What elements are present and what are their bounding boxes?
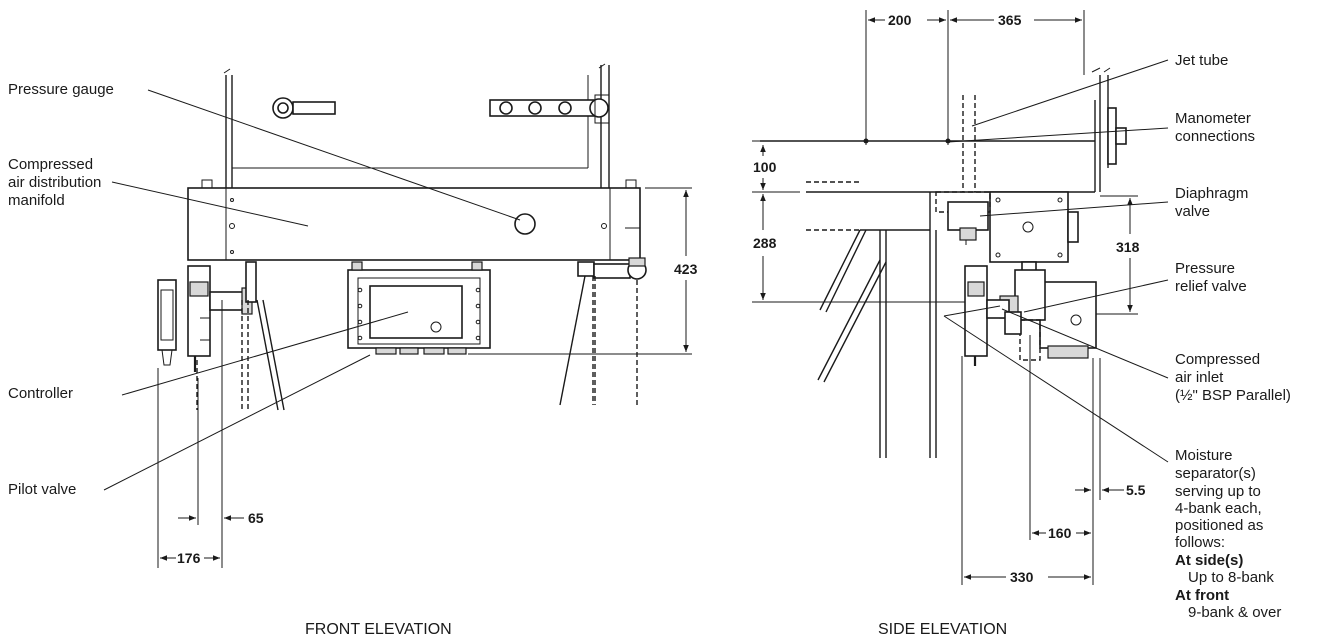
label-manifold-1: Compressed bbox=[8, 156, 93, 173]
label-pressure-gauge: Pressure gauge bbox=[8, 81, 114, 98]
dim-423-label: 423 bbox=[674, 261, 698, 277]
dim-288-label: 288 bbox=[753, 235, 777, 251]
label-moisture-at-front: At front bbox=[1175, 587, 1229, 604]
side-elevation: 200 365 bbox=[752, 10, 1291, 638]
label-moisture-9-bank: 9-bank & over bbox=[1188, 604, 1281, 621]
dim-365-label: 365 bbox=[998, 12, 1022, 28]
label-manifold-2: air distribution bbox=[8, 174, 101, 191]
dim-65-label: 65 bbox=[248, 510, 264, 526]
dim-65-176: 65 176 bbox=[157, 300, 264, 568]
side-support-legs bbox=[817, 229, 937, 458]
label-diaphragm-2: valve bbox=[1175, 203, 1210, 220]
front-elevation: 423 65 176 Pressure gauge Compressed air… bbox=[8, 63, 698, 638]
side-frame bbox=[760, 67, 1127, 231]
dim-318-label: 318 bbox=[1116, 239, 1140, 255]
label-jet-tube: Jet tube bbox=[1175, 52, 1228, 69]
label-controller: Controller bbox=[8, 385, 73, 402]
label-relief-2: relief valve bbox=[1175, 278, 1247, 295]
manifold bbox=[187, 179, 641, 261]
dim-200-365: 200 365 bbox=[865, 10, 1085, 145]
controller-box bbox=[347, 261, 491, 355]
label-moisture-1: Moisture bbox=[1175, 447, 1233, 464]
label-moisture-up-to-8: Up to 8-bank bbox=[1188, 569, 1274, 586]
caption-front-elevation: FRONT ELEVATION bbox=[305, 621, 452, 638]
dim-423: 423 bbox=[468, 187, 698, 355]
label-moisture-at-side: At side(s) bbox=[1175, 552, 1243, 569]
dim-bottom: 5.5 160 330 bbox=[961, 335, 1146, 585]
pressure-gauge-icon bbox=[514, 213, 536, 235]
side-leaders bbox=[943, 59, 1169, 463]
dim-318: 318 bbox=[1096, 195, 1140, 315]
dim-176-label: 176 bbox=[177, 550, 201, 566]
dim-100-label: 100 bbox=[753, 159, 777, 175]
dim-160-label: 160 bbox=[1048, 525, 1072, 541]
caption-side-elevation: SIDE ELEVATION bbox=[878, 621, 1007, 638]
front-top-fittings bbox=[272, 94, 610, 124]
jet-tube bbox=[962, 95, 976, 192]
dim-330-label: 330 bbox=[1010, 569, 1034, 585]
label-manometer-1: Manometer bbox=[1175, 110, 1251, 127]
dim-5-5-label: 5.5 bbox=[1126, 482, 1146, 498]
diaphragm-valve bbox=[935, 191, 1079, 277]
label-moisture-5: positioned as bbox=[1175, 517, 1263, 534]
front-leaders bbox=[103, 89, 521, 491]
label-moisture-2: separator(s) bbox=[1175, 465, 1256, 482]
dim-200-label: 200 bbox=[888, 12, 912, 28]
side-filter-regulator bbox=[964, 265, 1022, 366]
dim-100-288: 100 288 bbox=[752, 140, 965, 303]
label-pilot-valve: Pilot valve bbox=[8, 481, 76, 498]
front-frame bbox=[223, 63, 610, 188]
label-manifold-3: manifold bbox=[8, 192, 65, 209]
label-moisture-6: follows: bbox=[1175, 534, 1225, 551]
label-inlet-3: (½" BSP Parallel) bbox=[1175, 387, 1291, 404]
label-diaphragm-1: Diaphragm bbox=[1175, 185, 1248, 202]
filter-regulator bbox=[157, 261, 257, 372]
label-inlet-1: Compressed bbox=[1175, 351, 1260, 368]
relief-valve-assembly bbox=[999, 269, 1097, 361]
label-manometer-2: connections bbox=[1175, 128, 1255, 145]
label-relief-1: Pressure bbox=[1175, 260, 1235, 277]
front-support-legs bbox=[196, 275, 638, 411]
front-right-fittings bbox=[577, 257, 647, 280]
label-moisture-3: serving up to bbox=[1175, 483, 1261, 500]
label-inlet-2: air inlet bbox=[1175, 369, 1224, 386]
label-moisture-4: 4-bank each, bbox=[1175, 500, 1262, 517]
